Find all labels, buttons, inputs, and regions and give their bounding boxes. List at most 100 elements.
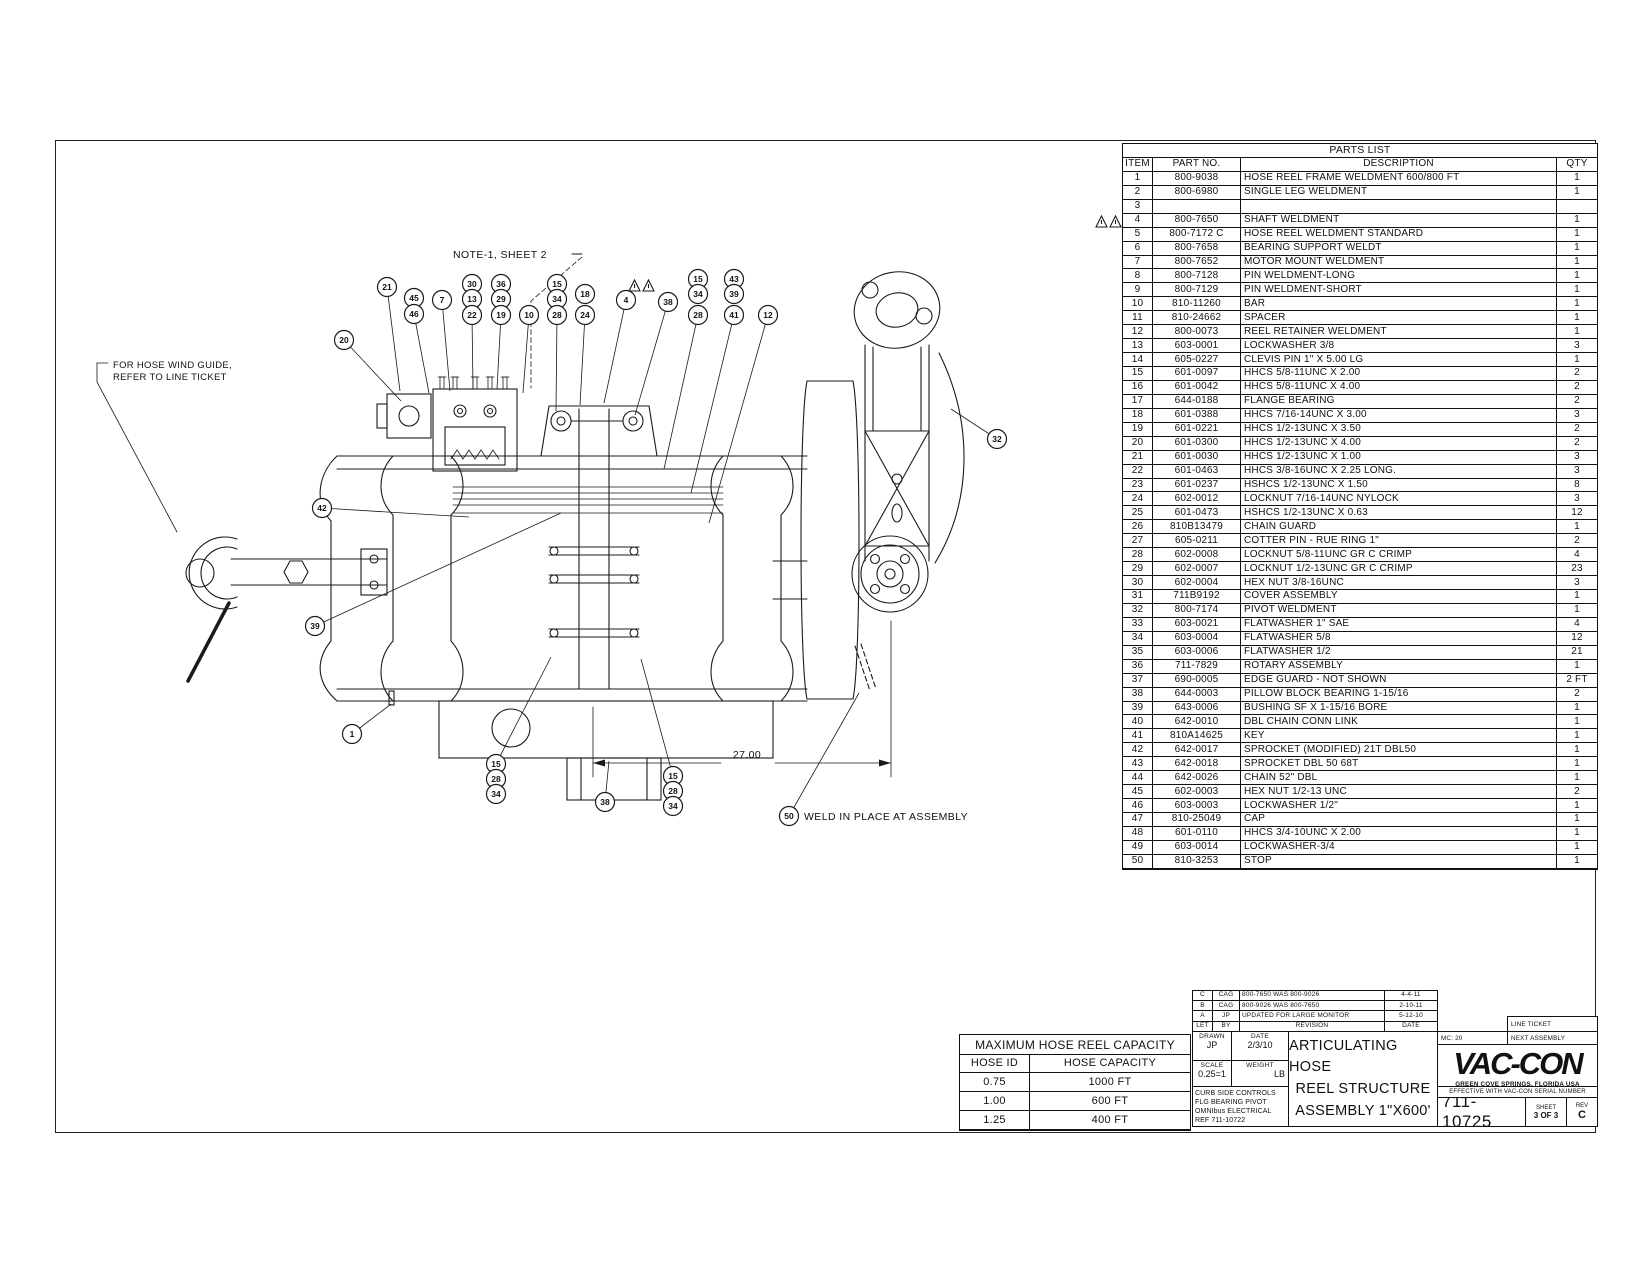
part-number: 800-6980 — [1153, 185, 1241, 200]
svg-text:28: 28 — [491, 774, 501, 784]
part-description: LOCKWASHER-3/4 — [1241, 840, 1557, 855]
rev-box: REV C — [1566, 1097, 1598, 1127]
balloon-10: 10 — [518, 304, 540, 326]
part-quantity: 2 — [1557, 785, 1597, 800]
part-quantity: 1 — [1557, 604, 1597, 618]
hose-id-value: 1.00 — [960, 1092, 1030, 1111]
part-quantity: 1 — [1557, 757, 1597, 772]
part-description: SHAFT WELDMENT — [1241, 213, 1557, 228]
svg-text:28: 28 — [668, 786, 678, 796]
part-number: 800-7652 — [1153, 255, 1241, 270]
svg-text:24: 24 — [580, 310, 590, 320]
revision-cell: 800-9026 WAS 800-7650 — [1240, 1001, 1385, 1012]
part-item-number: 16 — [1123, 380, 1153, 395]
part-item-number: 22 — [1123, 464, 1153, 479]
svg-text:21: 21 — [382, 282, 392, 292]
part-number: 601-0388 — [1153, 408, 1241, 423]
svg-text:15: 15 — [491, 759, 501, 769]
part-quantity: 1 — [1557, 242, 1597, 256]
part-number: 601-0463 — [1153, 464, 1241, 479]
title-block-note-line: FLG BEARING PIVOT — [1195, 1099, 1267, 1107]
revision-cell: B — [1193, 1001, 1213, 1012]
part-item-number: 6 — [1123, 241, 1153, 256]
part-number: 800-7174 — [1153, 603, 1241, 618]
drawn-label: DRAWN — [1199, 1033, 1225, 1040]
part-quantity: 1 — [1557, 283, 1597, 298]
part-number — [1153, 199, 1241, 214]
mc-value: MC: 20 — [1441, 1034, 1463, 1042]
part-number: 603-0001 — [1153, 339, 1241, 354]
sheet-box: SHEET 3 OF 3 — [1525, 1097, 1567, 1127]
part-description: COVER ASSEMBLY — [1241, 590, 1557, 604]
balloon-38: 38 — [657, 291, 679, 313]
capacity-column-header: HOSE ID — [960, 1054, 1030, 1073]
part-description: HOSE REEL FRAME WELDMENT 600/800 FT — [1241, 171, 1557, 186]
part-item-number: 28 — [1123, 548, 1153, 563]
svg-text:10: 10 — [524, 310, 534, 320]
scale-value: 0.25=1 — [1198, 1069, 1226, 1079]
part-item-number: 47 — [1123, 813, 1153, 827]
title-block-note-line: REF 711-10722 — [1195, 1117, 1246, 1125]
svg-text:4: 4 — [624, 295, 629, 305]
part-description: HHCS 1/2-13UNC X 3.50 — [1241, 422, 1557, 437]
balloon-34: 34 — [687, 283, 709, 305]
weight-label: WEIGHT — [1246, 1062, 1274, 1069]
part-number: 642-0010 — [1153, 715, 1241, 730]
part-description: CHAIN GUARD — [1241, 520, 1557, 535]
part-number: 601-0237 — [1153, 478, 1241, 493]
part-number: 602-0004 — [1153, 576, 1241, 590]
weight-value: LB — [1273, 1069, 1285, 1079]
balloon-34: 34 — [662, 795, 684, 817]
svg-text:50: 50 — [784, 811, 794, 821]
part-description: FLATWASHER 1" SAE — [1241, 617, 1557, 632]
part-quantity: 1 — [1557, 520, 1597, 535]
logo-box: VAC-CON GREEN COVE SPRINGS, FLORIDA USA — [1437, 1044, 1598, 1087]
part-quantity — [1557, 200, 1597, 214]
date-label: DATE — [1250, 1033, 1270, 1040]
hose-capacity-value: 1000 FT — [1030, 1073, 1190, 1092]
balloon-24: 24 — [574, 304, 596, 326]
revision-cell: 5-12-10 — [1385, 1011, 1437, 1022]
part-item-number: 39 — [1123, 701, 1153, 716]
part-item-number: 37 — [1123, 673, 1153, 688]
part-description: PIN WELDMENT-SHORT — [1241, 283, 1557, 298]
part-number: 644-0188 — [1153, 394, 1241, 409]
drawn-box: DRAWN JP — [1192, 1031, 1232, 1061]
part-item-number: 3 — [1123, 199, 1153, 214]
svg-text:29: 29 — [496, 294, 506, 304]
part-quantity: 4 — [1557, 618, 1597, 632]
svg-text:30: 30 — [467, 279, 477, 289]
part-quantity: 1 — [1557, 729, 1597, 744]
svg-text:43: 43 — [729, 274, 739, 284]
part-quantity: 1 — [1557, 660, 1597, 674]
svg-text:7: 7 — [440, 295, 445, 305]
part-item-number: 41 — [1123, 729, 1153, 744]
rev-value: C — [1578, 1109, 1586, 1121]
warning-triangle-icons — [628, 214, 1122, 292]
weld-note-label: WELD IN PLACE AT ASSEMBLY — [804, 811, 968, 823]
part-item-number: 48 — [1123, 826, 1153, 841]
title-block-note-line: OMNIbus ELECTRICAL — [1195, 1108, 1272, 1116]
part-quantity: 2 — [1557, 367, 1597, 381]
part-number: 800-7172 C — [1153, 227, 1241, 242]
part-quantity: 1 — [1557, 256, 1597, 270]
part-description: SPACER — [1241, 311, 1557, 326]
drawing-sheet-border: FOR HOSE WIND GUIDE, REFER TO LINE TICKE… — [55, 140, 1598, 1133]
drawn-value: JP — [1206, 1040, 1218, 1050]
scale-box: SCALE 0.25=1 — [1192, 1060, 1232, 1087]
part-quantity: 1 — [1557, 172, 1597, 186]
part-quantity: 2 — [1557, 437, 1597, 451]
part-description: PILLOW BLOCK BEARING 1-15/16 — [1241, 687, 1557, 702]
svg-text:34: 34 — [552, 294, 562, 304]
balloon-7: 7 — [431, 289, 453, 311]
sheet-label: SHEET — [1535, 1104, 1556, 1111]
part-description: MOTOR MOUNT WELDMENT — [1241, 255, 1557, 270]
part-item-number: 30 — [1123, 576, 1153, 590]
part-description: DBL CHAIN CONN LINK — [1241, 715, 1557, 730]
part-number: 603-0003 — [1153, 799, 1241, 813]
part-number: 800-7129 — [1153, 283, 1241, 298]
svg-text:32: 32 — [992, 434, 1002, 444]
part-item-number: 11 — [1123, 311, 1153, 326]
part-number: 602-0007 — [1153, 562, 1241, 577]
